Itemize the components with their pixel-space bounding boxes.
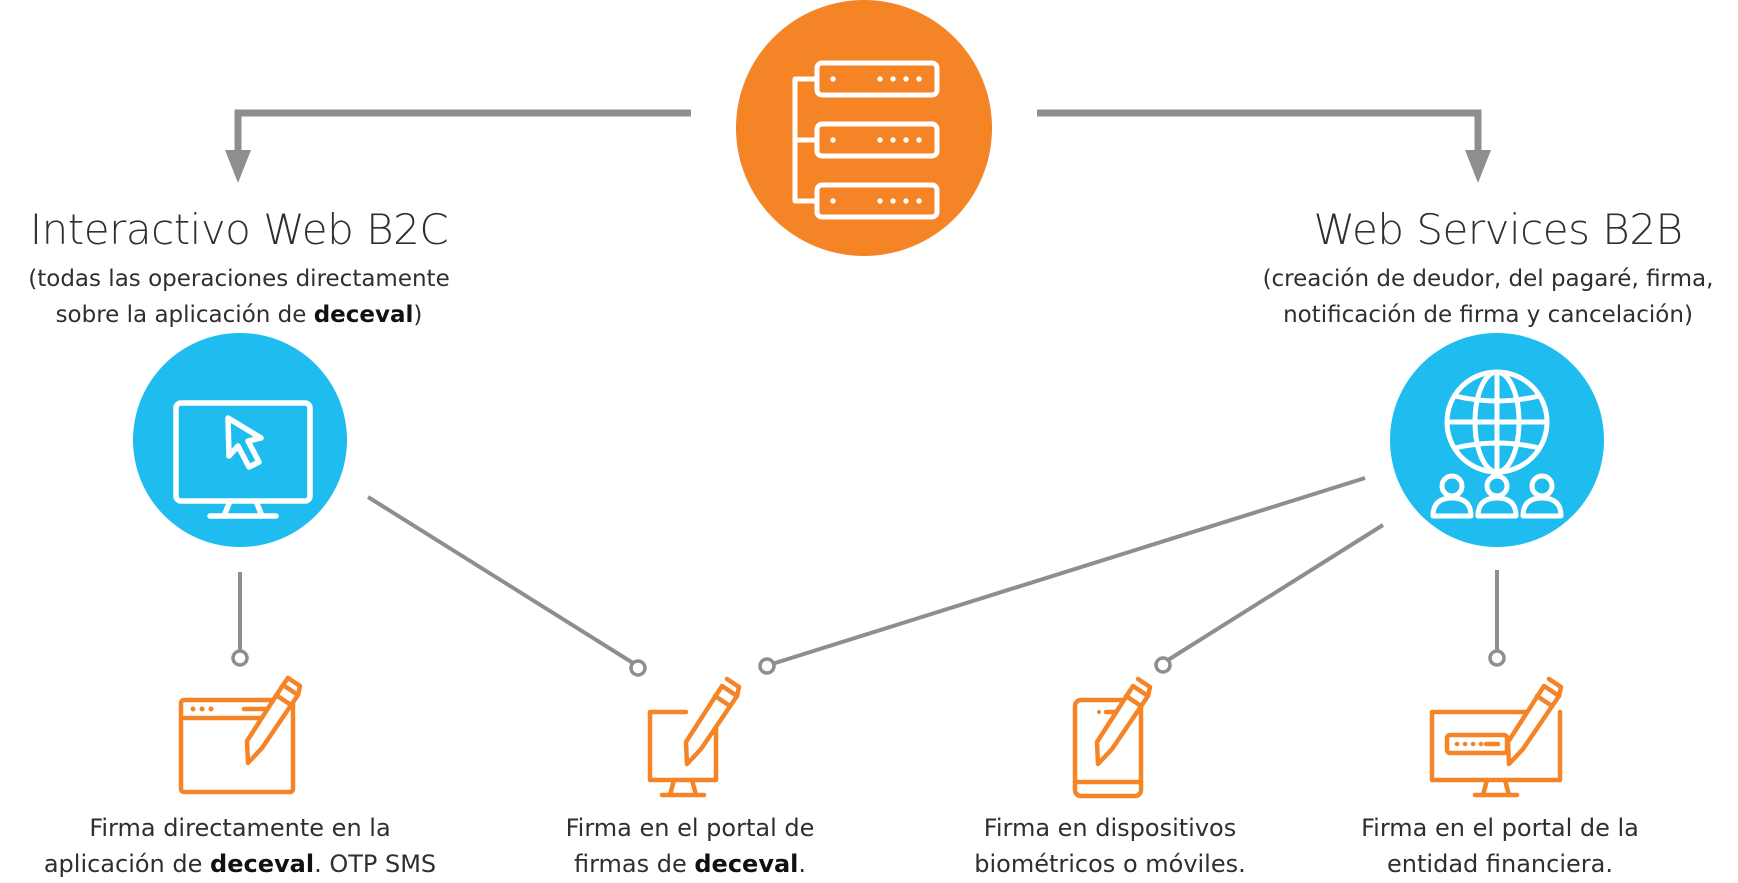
b2c-title: Interactivo Web B2C [29, 205, 449, 254]
deceval-brand: deceval [694, 850, 799, 878]
b2b-subtitle-line2: notificación de firma y cancelación) [1283, 302, 1693, 328]
b2c-subtitle: (todas las operaciones directamente sobr… [0, 261, 478, 333]
browser-signature-icon [178, 675, 303, 795]
option-caption-1: Firma directamente en la aplicación de d… [43, 814, 437, 878]
arrow-head-right [1465, 150, 1491, 183]
b2c-subtitle-line2: sobre la aplicación de deceval) [55, 302, 423, 328]
arrow-head-left [225, 150, 251, 183]
b2b-title: Web Services B2B [1313, 205, 1683, 254]
arrow-to-b2b [1037, 109, 1482, 150]
option-caption-2: Firma en el portal de firmas de deceval. [565, 814, 815, 878]
b2b-circle [1390, 333, 1604, 547]
connector-endpoints [231, 649, 1506, 677]
deceval-brand: deceval [313, 302, 414, 328]
server-icon [792, 60, 940, 220]
mobile-signature-icon [1072, 676, 1153, 799]
monitor-cursor-icon [173, 400, 313, 519]
globe-users-icon [1430, 369, 1564, 519]
option-caption-4: Firma en el portal de la entidad financi… [1361, 814, 1639, 878]
option-caption-3: Firma en dispositivos biométricos o móvi… [974, 814, 1246, 878]
arrow-to-b2c [234, 109, 691, 150]
b2c-subtitle-line1: (todas las operaciones directamente [28, 266, 450, 292]
b2b-subtitle-line1: (creación de deudor, del pagaré, firma, [1262, 266, 1714, 292]
monitor-signature-icon [647, 676, 742, 798]
server-circle [736, 0, 992, 256]
portal-signature-icon [1429, 676, 1564, 798]
connectors [238, 476, 1499, 666]
deceval-brand: deceval [210, 850, 315, 878]
b2b-subtitle: (creación de deudor, del pagaré, firma, … [1238, 261, 1738, 333]
b2c-circle [133, 333, 347, 547]
